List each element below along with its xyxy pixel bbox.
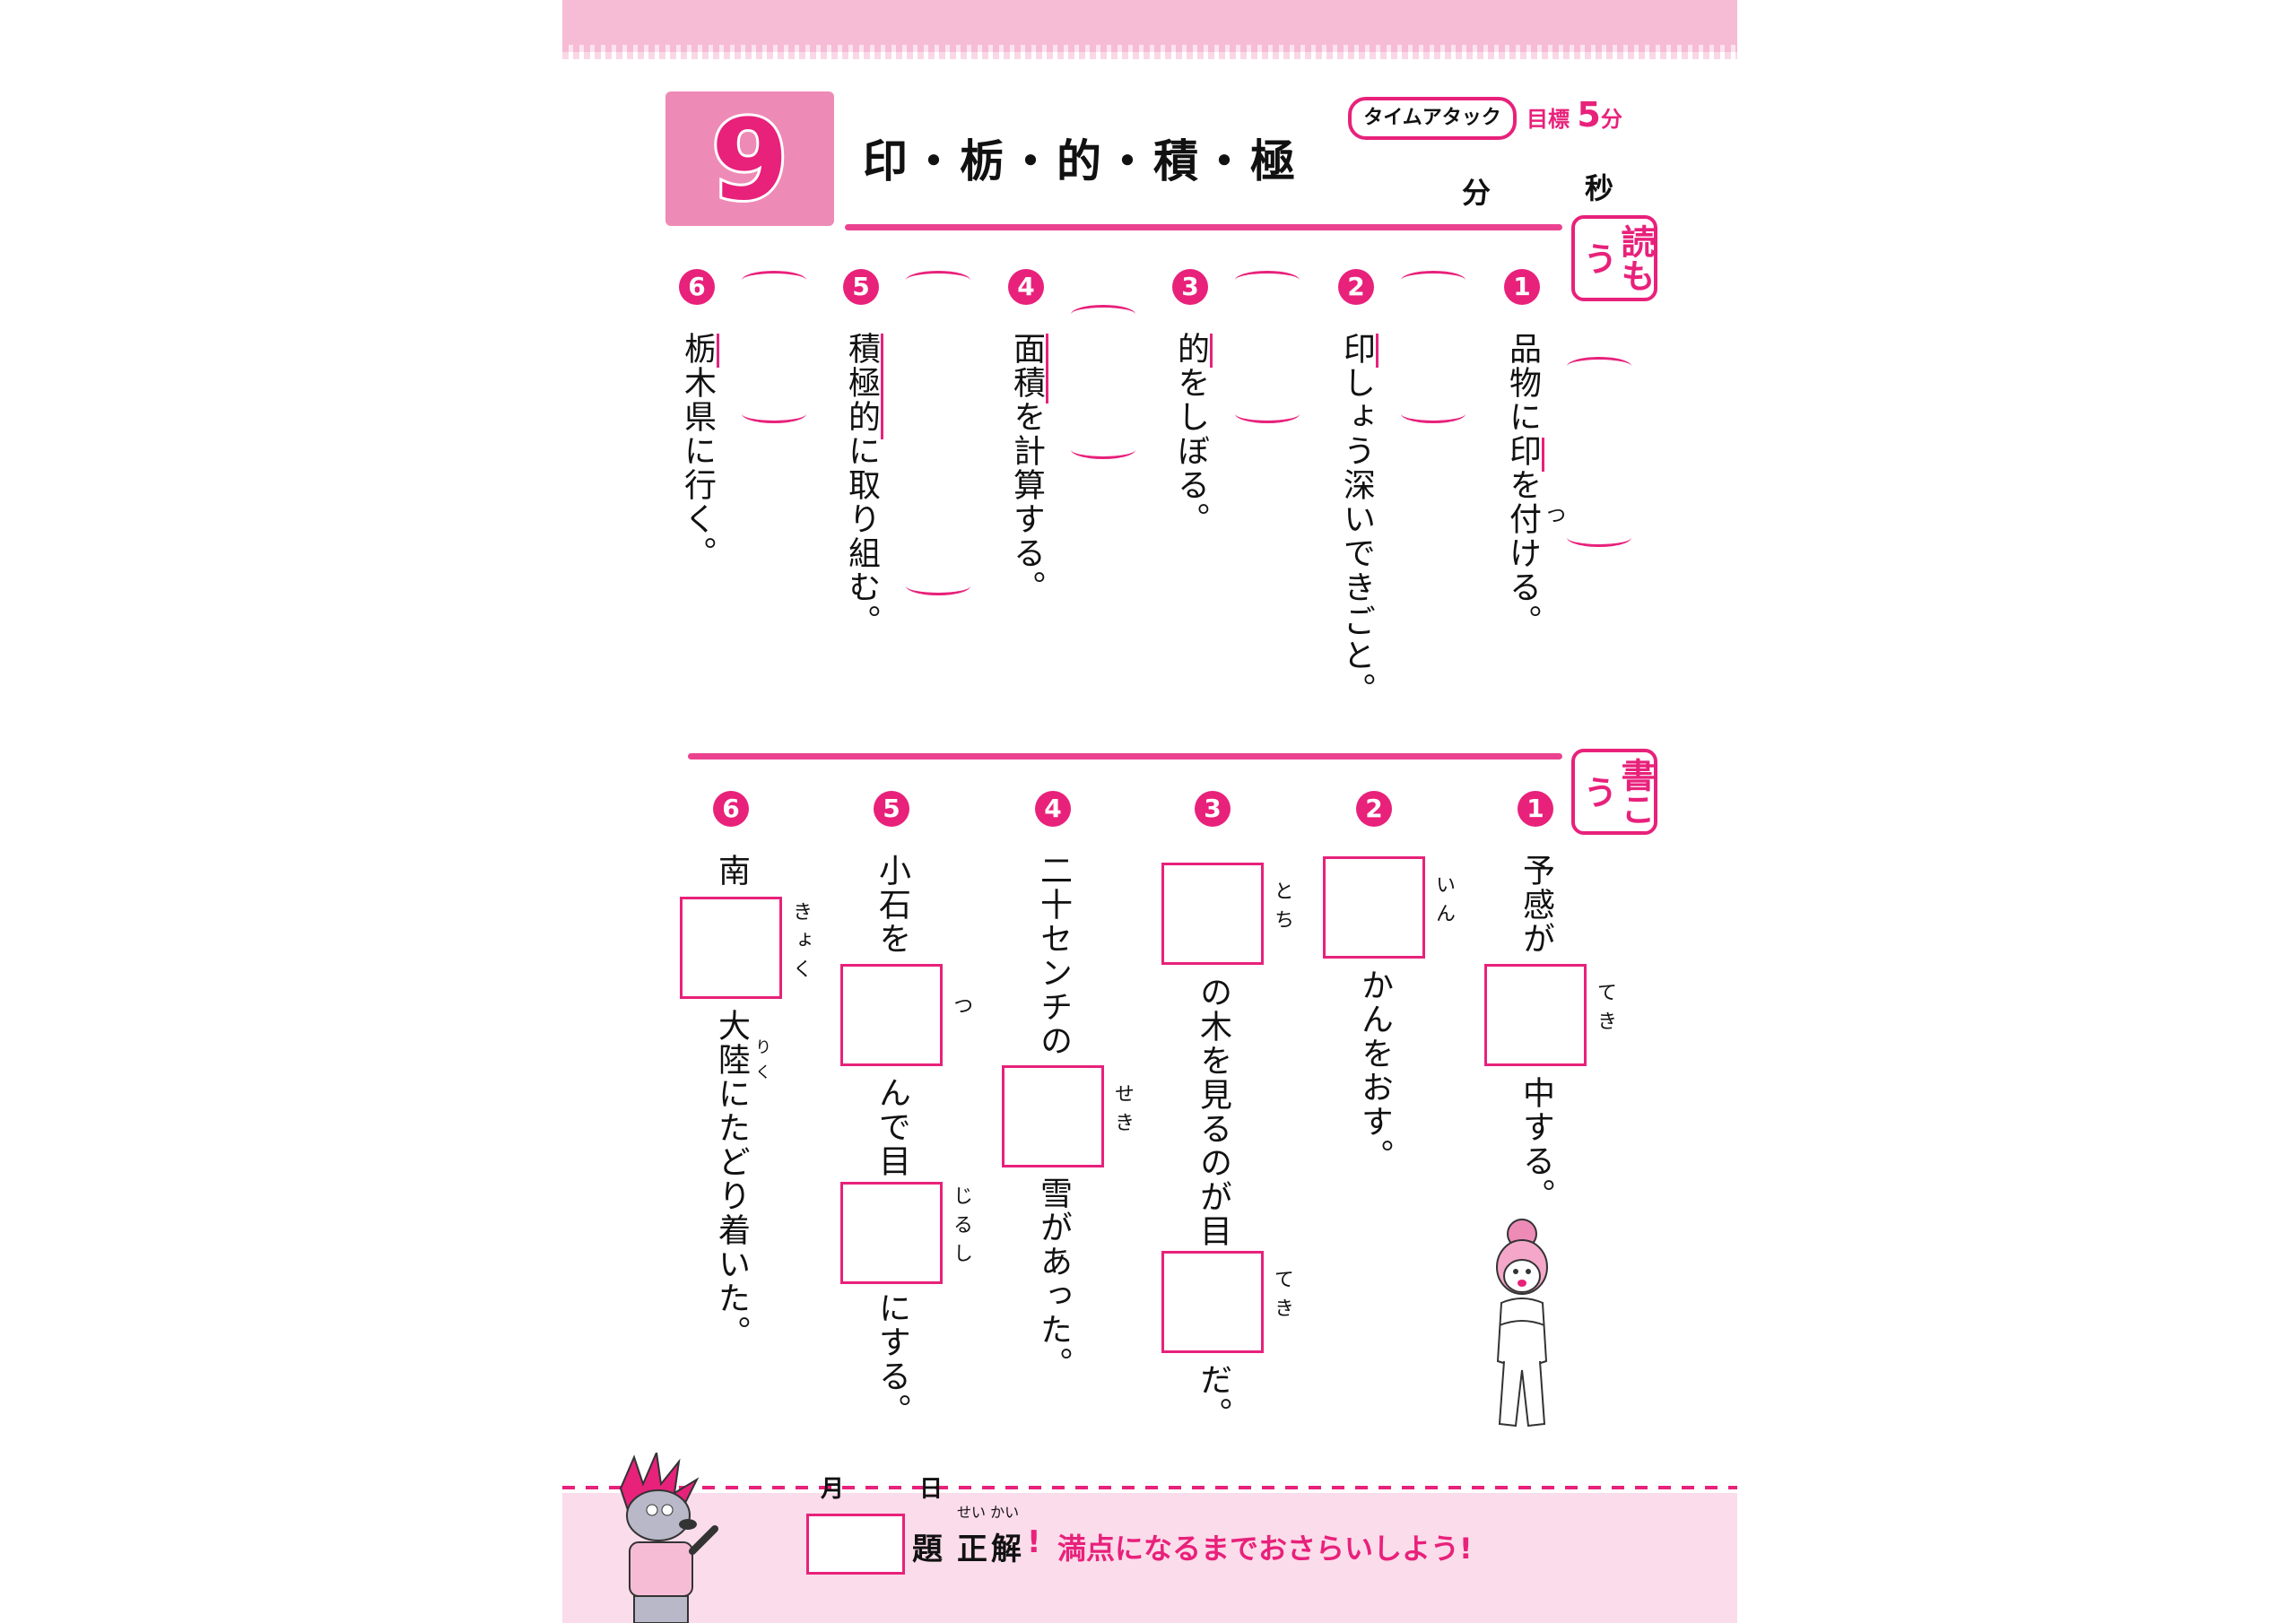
write-q3-answer-box-2[interactable] bbox=[1161, 1251, 1264, 1353]
bottom-panel bbox=[562, 1493, 1737, 1623]
write-q3-ruby-2: てき bbox=[1271, 1269, 1293, 1326]
write-q3-number: 3 bbox=[1195, 791, 1231, 827]
read-q1-text: 品物に印を付ける。 bbox=[1504, 332, 1541, 638]
write-q5-post: にする。 bbox=[874, 1291, 910, 1428]
read-q5-underline bbox=[881, 334, 883, 439]
footer-message: 満点になるまでおさらいしよう! bbox=[1057, 1532, 1473, 1566]
write-q4-number: 4 bbox=[1035, 791, 1071, 827]
minutes-label: 分 bbox=[1462, 176, 1492, 210]
read-q3-number: 3 bbox=[1172, 269, 1208, 305]
write-q5-answer-box-2[interactable] bbox=[840, 1182, 943, 1284]
lesson-title: 印・栃・的・積・極 bbox=[863, 135, 1299, 187]
write-section-badge: 書こう bbox=[1571, 749, 1657, 835]
lesson-number-box: 9 bbox=[665, 91, 834, 228]
read-q6-underline bbox=[717, 334, 719, 368]
seikai-exclaim: ! bbox=[1027, 1524, 1041, 1560]
write-q1-ruby: てき bbox=[1594, 982, 1616, 1039]
write-q1-pre: 予感が bbox=[1518, 854, 1554, 956]
seikai-ruby: せい かい bbox=[957, 1504, 1020, 1521]
write-q2-answer-box[interactable] bbox=[1323, 856, 1425, 959]
write-q1-post: 中する。 bbox=[1518, 1076, 1554, 1212]
write-q5-number: 5 bbox=[874, 791, 909, 827]
top-decoration-band bbox=[562, 0, 1737, 59]
day-label: 日 bbox=[919, 1476, 944, 1503]
write-q3-answer-box-1[interactable] bbox=[1161, 863, 1264, 965]
write-q1-number: 1 bbox=[1518, 791, 1553, 827]
write-q3-post: だ。 bbox=[1195, 1363, 1231, 1431]
read-q3-underline bbox=[1210, 334, 1213, 368]
read-q4-text: 面積を計算する。 bbox=[1008, 332, 1045, 604]
write-q6-riku-ruby: りく bbox=[752, 1038, 771, 1089]
read-q4-underline bbox=[1046, 334, 1048, 404]
read-q2-answer-paren[interactable] bbox=[1401, 271, 1465, 423]
write-q3-mid: の木を見るのが目 bbox=[1195, 976, 1231, 1248]
read-q3-text: 的をしぼる。 bbox=[1172, 332, 1209, 536]
score-answer-box[interactable] bbox=[806, 1514, 905, 1575]
write-q5-mid: んで目 bbox=[874, 1076, 910, 1178]
write-q6-ruby: きょく bbox=[789, 901, 812, 987]
section-divider-read bbox=[845, 224, 1562, 230]
read-q2-number: 2 bbox=[1338, 269, 1374, 305]
write-q4-pre: 二十センチの bbox=[1035, 854, 1072, 1058]
time-attack-label: タイムアタック bbox=[1348, 97, 1517, 140]
write-q4-ruby: せき bbox=[1111, 1083, 1134, 1141]
goal-time: 目標 5分 bbox=[1526, 95, 1622, 135]
read-q1-ruby: つ bbox=[1543, 505, 1565, 534]
write-q3-ruby-1: とち bbox=[1271, 881, 1293, 938]
month-label: 月 bbox=[821, 1476, 845, 1503]
write-q1-answer-box[interactable] bbox=[1484, 964, 1587, 1066]
read-q4-number: 4 bbox=[1008, 269, 1044, 305]
write-q2-number: 2 bbox=[1356, 791, 1392, 827]
read-q6-number: 6 bbox=[679, 269, 715, 305]
write-q4-answer-box[interactable] bbox=[1002, 1065, 1104, 1167]
write-q5-answer-box-1[interactable] bbox=[840, 964, 943, 1066]
write-q6-pre: 南 bbox=[713, 854, 750, 888]
mascot-character-icon bbox=[1496, 1219, 1548, 1428]
read-q6-answer-paren[interactable] bbox=[742, 271, 806, 423]
section-divider-write bbox=[688, 753, 1562, 759]
write-q5-pre: 小石を bbox=[874, 854, 910, 956]
read-q2-text: 印しょう深いできごと。 bbox=[1338, 332, 1375, 707]
write-q2-post: かんをおす。 bbox=[1356, 968, 1393, 1173]
bottom-dashed-border bbox=[562, 1486, 1737, 1489]
read-q1-answer-paren[interactable] bbox=[1567, 357, 1631, 547]
hedgehog-mascot-icon bbox=[619, 1453, 718, 1623]
write-q5-ruby-1: つ bbox=[950, 995, 972, 1024]
read-section-badge: 読もう bbox=[1571, 215, 1657, 301]
read-q6-text: 栃木県に行く。 bbox=[679, 332, 716, 570]
read-q1-number: 1 bbox=[1504, 269, 1540, 305]
dai-label: 題 bbox=[912, 1532, 943, 1567]
seconds-label: 秒 bbox=[1585, 171, 1614, 205]
read-q1-underline bbox=[1542, 438, 1544, 472]
read-q5-text: 積極的に取り組む。 bbox=[843, 332, 880, 638]
write-q6-answer-box[interactable] bbox=[680, 897, 782, 999]
write-q5-ruby-2: じるし bbox=[950, 1185, 972, 1271]
read-q5-answer-paren[interactable] bbox=[906, 271, 970, 595]
write-q2-ruby: いん bbox=[1432, 874, 1455, 932]
read-q2-underline bbox=[1376, 334, 1378, 368]
read-q5-number: 5 bbox=[843, 269, 879, 305]
lesson-number: 9 bbox=[709, 93, 791, 228]
seikai-label: 正解 bbox=[957, 1532, 1025, 1567]
write-q6-post: 大陸にたどり着いた。 bbox=[713, 1009, 750, 1350]
worksheet-page: 9 印・栃・的・積・極 タイムアタック 目標 5分 分 秒 読もう 1 品物に印… bbox=[562, 0, 1737, 1623]
read-q3-answer-paren[interactable] bbox=[1235, 271, 1300, 423]
write-q6-number: 6 bbox=[713, 791, 749, 827]
read-q4-answer-paren[interactable] bbox=[1071, 305, 1135, 459]
write-q4-post: 雪があった。 bbox=[1035, 1176, 1072, 1381]
